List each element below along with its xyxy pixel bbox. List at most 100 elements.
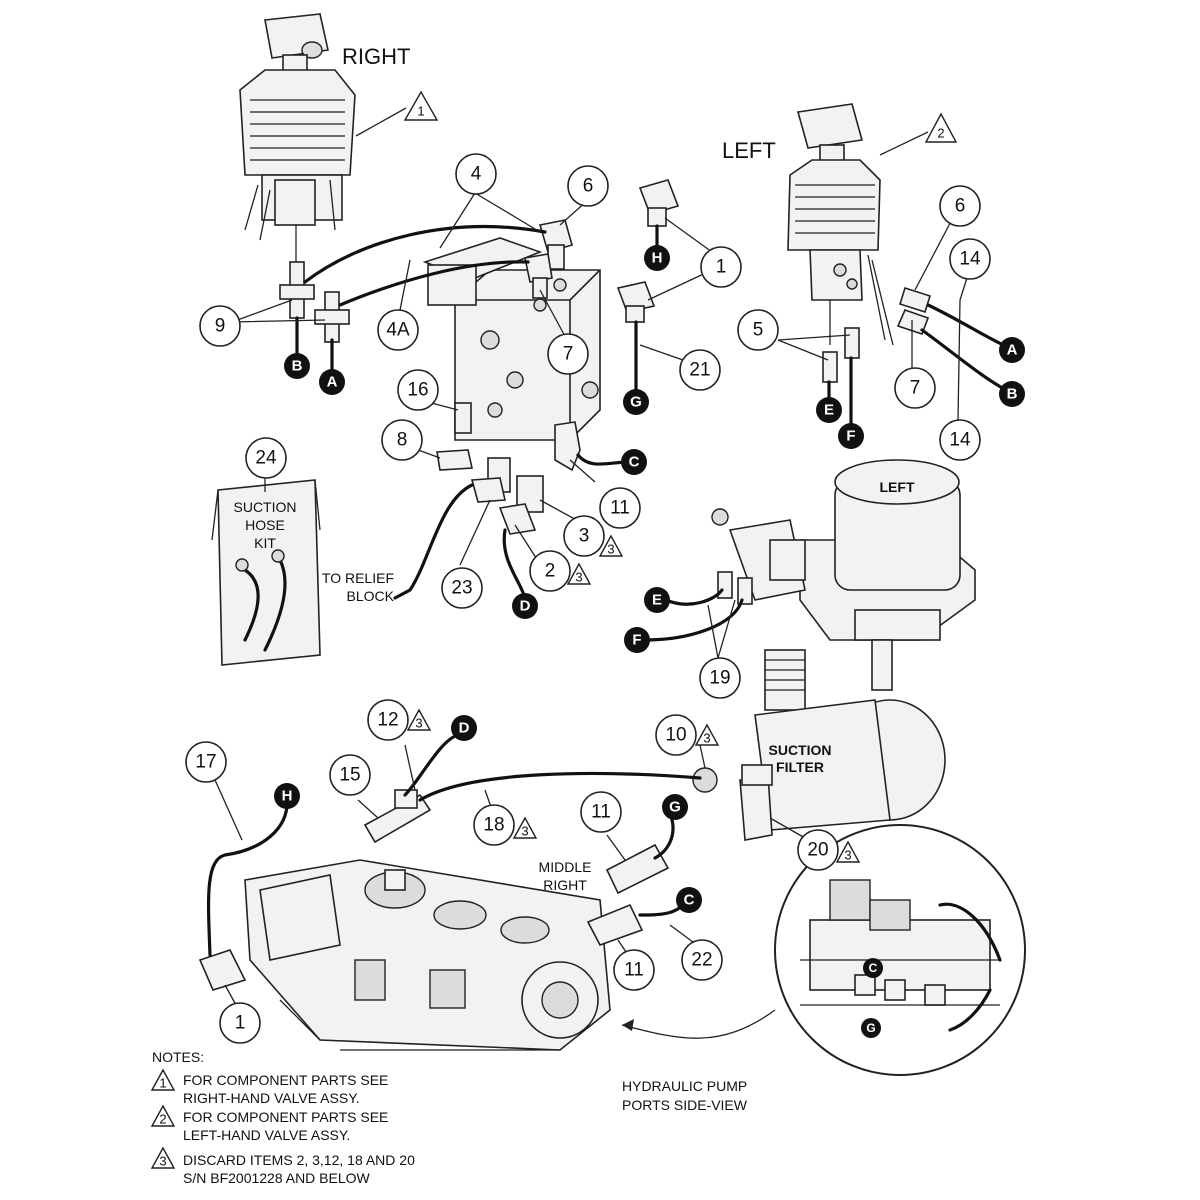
dot-g-upper: G bbox=[623, 389, 649, 415]
notes-block: NOTES: 1 FOR COMPONENT PARTS SEE RIGHT-H… bbox=[150, 1049, 415, 1186]
hoses-upper bbox=[295, 224, 659, 600]
callout-11-middle: 11 bbox=[580, 791, 622, 833]
dot-a-left: A bbox=[999, 337, 1025, 363]
note-3-mark: 3 bbox=[159, 1154, 166, 1169]
svg-text:D: D bbox=[520, 598, 531, 615]
middle-right-line2: RIGHT bbox=[543, 877, 587, 893]
callout-18: 18 bbox=[473, 804, 515, 846]
svg-text:14: 14 bbox=[959, 249, 981, 270]
svg-text:5: 5 bbox=[753, 320, 764, 341]
dot-f-left: F bbox=[838, 423, 864, 449]
svg-text:3: 3 bbox=[415, 716, 422, 731]
svg-text:17: 17 bbox=[195, 752, 216, 773]
svg-text:G: G bbox=[630, 394, 642, 411]
svg-text:D: D bbox=[459, 720, 470, 737]
right-label: RIGHT bbox=[342, 44, 410, 69]
svg-text:3: 3 bbox=[579, 526, 590, 547]
dot-b-right: B bbox=[284, 353, 310, 379]
svg-text:4A: 4A bbox=[386, 320, 410, 341]
svg-text:G: G bbox=[669, 799, 681, 816]
callout-7-left: 7 bbox=[894, 367, 936, 409]
hydraulic-pump bbox=[244, 859, 611, 1051]
tri-3-item18: 3 bbox=[512, 816, 538, 839]
callout-14-lower: 14 bbox=[939, 419, 981, 461]
svg-text:11: 11 bbox=[610, 498, 630, 519]
svg-text:11: 11 bbox=[591, 802, 611, 823]
dot-d-lower: D bbox=[451, 715, 477, 741]
triangle-marks: 1 2 3 3 3 3 3 3 bbox=[403, 90, 958, 863]
callout-4: 4 bbox=[455, 153, 497, 195]
svg-text:3: 3 bbox=[703, 731, 710, 746]
svg-text:6: 6 bbox=[583, 176, 594, 197]
callouts: 4 6 1 9 4A 7 21 16 8 11 3 2 23 24 6 14 5… bbox=[185, 153, 991, 1044]
callout-2: 2 bbox=[529, 550, 571, 592]
right-joystick bbox=[239, 13, 356, 265]
callout-10: 10 bbox=[655, 714, 697, 756]
callout-1: 1 bbox=[700, 246, 742, 288]
svg-text:3: 3 bbox=[607, 542, 614, 557]
svg-text:1: 1 bbox=[235, 1013, 246, 1034]
callout-4a: 4A bbox=[377, 309, 419, 351]
tri-3-item2: 3 bbox=[566, 562, 592, 585]
callout-19: 19 bbox=[699, 657, 741, 699]
note-3-line2: S/N BF2001228 AND BELOW bbox=[183, 1170, 371, 1186]
callout-11-lower: 11 bbox=[613, 949, 655, 991]
dot-c-inset: C bbox=[863, 958, 883, 978]
svg-text:F: F bbox=[846, 428, 855, 445]
tri-2: 2 bbox=[924, 112, 958, 143]
tri-1: 1 bbox=[403, 90, 439, 121]
svg-text:3: 3 bbox=[521, 824, 528, 839]
svg-text:18: 18 bbox=[483, 815, 504, 836]
callout-6-left: 6 bbox=[939, 185, 981, 227]
left-valve-fittings bbox=[822, 286, 1012, 427]
svg-text:23: 23 bbox=[451, 578, 472, 599]
suction-hose-kit-line1: SUCTION bbox=[234, 499, 297, 515]
suction-hose-kit bbox=[211, 479, 321, 666]
svg-text:15: 15 bbox=[339, 765, 360, 786]
left-motor-label: LEFT bbox=[880, 479, 915, 495]
svg-text:10: 10 bbox=[665, 725, 686, 746]
to-relief-block-line2: BLOCK bbox=[347, 588, 395, 604]
svg-text:H: H bbox=[652, 250, 663, 267]
svg-text:3: 3 bbox=[575, 570, 582, 585]
left-joystick bbox=[787, 103, 894, 346]
svg-text:B: B bbox=[292, 358, 303, 375]
svg-text:12: 12 bbox=[377, 710, 398, 731]
svg-text:1: 1 bbox=[716, 257, 727, 278]
svg-text:C: C bbox=[684, 892, 695, 909]
svg-text:B: B bbox=[1007, 386, 1018, 403]
suction-filter bbox=[754, 649, 946, 831]
svg-text:22: 22 bbox=[691, 950, 712, 971]
dot-b-left: B bbox=[999, 381, 1025, 407]
dot-h-upper: H bbox=[644, 245, 670, 271]
callout-21: 21 bbox=[679, 349, 721, 391]
note-3-line1: DISCARD ITEMS 2, 3,12, 18 AND 20 bbox=[183, 1152, 415, 1168]
tri-3-item3: 3 bbox=[598, 534, 624, 557]
svg-text:1: 1 bbox=[417, 104, 424, 119]
dot-h-lower: H bbox=[274, 783, 300, 809]
svg-text:16: 16 bbox=[407, 380, 428, 401]
svg-text:8: 8 bbox=[397, 430, 408, 451]
callout-7: 7 bbox=[547, 333, 589, 375]
callout-17: 17 bbox=[185, 741, 227, 783]
svg-text:H: H bbox=[282, 788, 293, 805]
svg-text:A: A bbox=[1007, 342, 1018, 359]
suction-filter-line2: FILTER bbox=[776, 759, 824, 775]
dot-e-left: E bbox=[816, 397, 842, 423]
dot-a-right: A bbox=[319, 369, 345, 395]
suction-hose-kit-line2: HOSE bbox=[245, 517, 285, 533]
callout-5: 5 bbox=[737, 309, 779, 351]
svg-text:20: 20 bbox=[807, 840, 828, 861]
callout-9: 9 bbox=[199, 305, 241, 347]
callout-16: 16 bbox=[397, 369, 439, 411]
svg-text:C: C bbox=[629, 454, 640, 471]
dot-e-motor: E bbox=[644, 587, 670, 613]
callout-11: 11 bbox=[599, 487, 641, 529]
to-relief-block-line1: TO RELIEF bbox=[322, 570, 394, 586]
callout-8: 8 bbox=[381, 419, 423, 461]
svg-text:14: 14 bbox=[949, 430, 971, 451]
fittings-upper bbox=[279, 179, 680, 535]
svg-text:19: 19 bbox=[709, 668, 730, 689]
svg-text:A: A bbox=[327, 374, 338, 391]
